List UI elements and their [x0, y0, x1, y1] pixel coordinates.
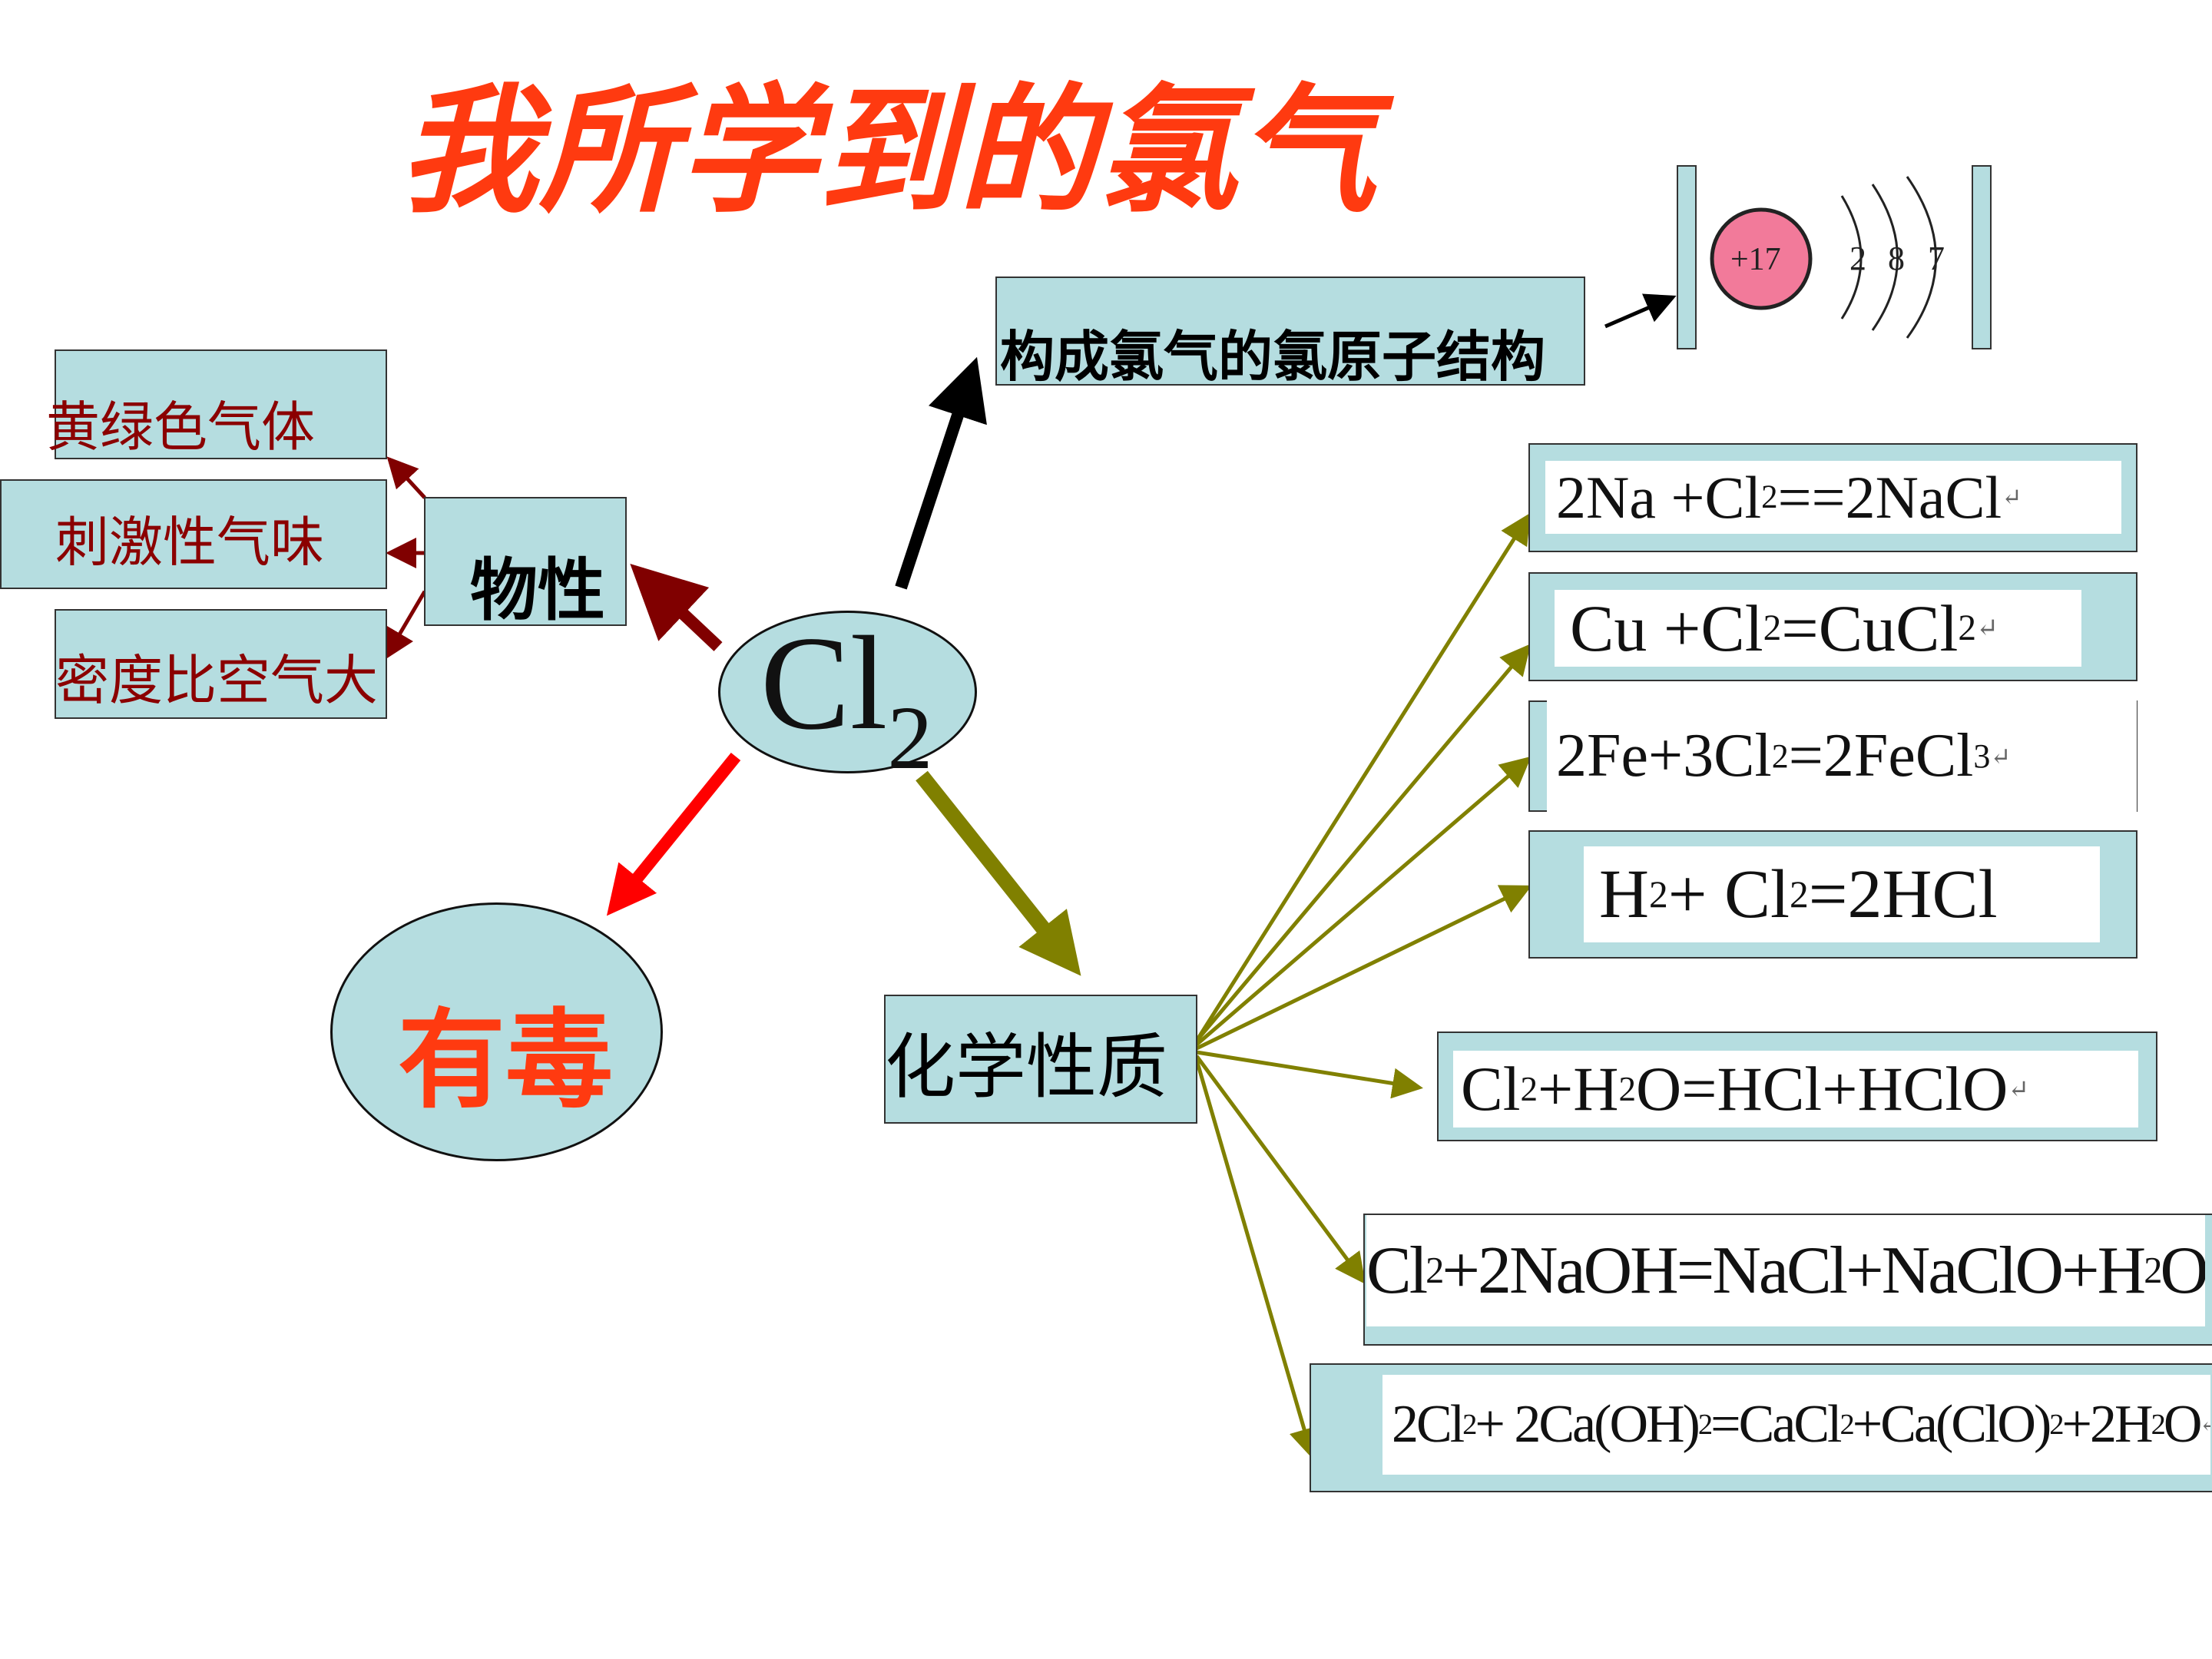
physical-item-3: 密度比空气大 — [55, 649, 378, 712]
equation-7-part-12: ↵ — [2200, 1413, 2210, 1437]
equation-1-part-4: ↵ — [2002, 483, 2022, 511]
arrow-chemical-to-eq7 — [1194, 1059, 1320, 1459]
arrow-chemical-to-eq5 — [1196, 1050, 1423, 1099]
equation-7-part-1: 2Cl — [1392, 1395, 1465, 1454]
center-formula-sub: 2 — [887, 687, 933, 788]
chemical-node — [884, 995, 1197, 1124]
equation-5-part-4: 2 — [1618, 1070, 1637, 1108]
arrow-chemical-to-eq1 — [1194, 512, 1531, 1042]
atom-svg — [1710, 176, 1937, 339]
equation-1-part-3: ==2NaCl — [1777, 463, 2002, 531]
arrow-physical-to-item-3 — [384, 590, 427, 661]
equation-2-part-2: 2 — [1763, 608, 1782, 648]
equation-3-part-5: ↵ — [1990, 742, 2012, 770]
arrow-center-to-physical — [630, 564, 723, 651]
arrow-chemical-to-eq3 — [1195, 756, 1532, 1046]
equation-6-part-1: Cl — [1366, 1233, 1428, 1308]
shell-electrons-3: 7 — [1928, 240, 1945, 277]
physical-item-box-2 — [0, 479, 387, 589]
equation-3-part-2: 2 — [1771, 737, 1789, 775]
equation-7-part-6: 2 — [1839, 1409, 1854, 1441]
equation-5-part-1: Cl — [1461, 1054, 1521, 1124]
physical-item-2: 刺激性气味 — [55, 511, 324, 574]
arrow-chemical-to-eq4 — [1195, 885, 1532, 1051]
shell-electrons-2: 8 — [1888, 240, 1905, 277]
equation-1-part-1: 2Na +Cl — [1556, 463, 1762, 531]
equation-4-part-4: 2 — [1790, 873, 1809, 916]
shell-arc-2 — [1871, 184, 1899, 331]
atom-structure-diagram: +17 2 8 7 — [1677, 165, 1992, 349]
structure-label: 构成氯气的氯原子结构 — [1000, 325, 1546, 389]
arrow-center-to-toxic — [606, 752, 741, 916]
equation-7-part-2: 2 — [1462, 1409, 1477, 1441]
equation-7-part-9: +2H — [2061, 1395, 2154, 1454]
arrow-center-to-structure — [895, 356, 987, 590]
physical-item-1: 黄绿色气体 — [46, 396, 315, 459]
equation-7-part-8: 2 — [2049, 1409, 2064, 1441]
shell-arc-3 — [1906, 176, 1937, 339]
atom-bracket-right — [1972, 165, 1992, 349]
equation-2-part-3: =CuCl — [1781, 591, 1959, 665]
equation-6-part-2: 2 — [1426, 1250, 1444, 1291]
equation-7-part-10: 2 — [2151, 1409, 2166, 1441]
equation-7-part-4: 2 — [1697, 1409, 1713, 1441]
equation-4-part-2: 2 — [1649, 873, 1668, 916]
equation-3-part-4: 3 — [1973, 737, 1991, 775]
equation-5-part-2: 2 — [1520, 1070, 1538, 1108]
chemical-label: 化学性质 — [885, 1026, 1168, 1108]
equation-2-part-5: ↵ — [1976, 614, 1998, 643]
center-formula: Cl2 — [760, 616, 932, 783]
center-node — [718, 611, 977, 773]
equation-5-part-3: +H — [1538, 1054, 1619, 1124]
equation-1-part-2: 2 — [1761, 479, 1778, 515]
equation-4-part-3: + Cl — [1667, 856, 1790, 932]
equation-4-part-5: =2HCl — [1808, 856, 1998, 932]
physical-label: 物性 — [470, 551, 606, 630]
page-title: 我所学到的氯气 — [399, 71, 1379, 232]
arrow-chemical-to-eq6 — [1194, 1055, 1366, 1285]
equation-5-part-5: O=HCl+HClO — [1636, 1054, 2008, 1124]
center-formula-main: Cl — [760, 608, 888, 757]
arrow-physical-to-item-1 — [386, 456, 426, 499]
toxic-label: 有毒 — [398, 998, 614, 1124]
shell-electrons-1: 2 — [1849, 240, 1866, 277]
equation-7-part-7: +Ca(ClO) — [1852, 1395, 2052, 1454]
arrow-center-to-chemical — [916, 770, 1081, 976]
equation-3-part-3: =2FeCl — [1788, 722, 1974, 790]
equation-6-part-3: +2NaOH=NaCl+NaClO+H — [1442, 1233, 2146, 1308]
equation-7-part-5: =CaCl — [1710, 1395, 1842, 1454]
equation-2-part-4: 2 — [1958, 608, 1977, 648]
physical-item-box-3 — [55, 609, 387, 719]
equation-2-part-1: Cu +Cl — [1570, 591, 1763, 665]
equation-3-part-1: 2Fe+3Cl — [1556, 722, 1772, 790]
physical-item-box-1 — [55, 349, 387, 459]
physical-node — [424, 497, 627, 626]
atom-bracket-left — [1677, 165, 1697, 349]
equation-5-part-6: ↵ — [2008, 1075, 2029, 1104]
equation-6-part-5: O — [2160, 1233, 2205, 1308]
nucleus-charge: +17 — [1730, 242, 1781, 277]
equation-7-part-11: O — [2163, 1395, 2203, 1454]
equation-4-part-1: H — [1599, 856, 1649, 932]
equation-6-part-4: 2 — [2144, 1250, 2162, 1291]
equation-7-part-3: + 2Ca(OH) — [1475, 1395, 1700, 1454]
arrow-structure-to-atom — [1604, 293, 1677, 329]
structure-node — [995, 276, 1585, 386]
shell-arc-1 — [1840, 195, 1863, 320]
arrow-chemical-to-eq2 — [1195, 644, 1532, 1042]
nucleus-circle — [1710, 207, 1813, 310]
toxic-node — [330, 902, 663, 1161]
